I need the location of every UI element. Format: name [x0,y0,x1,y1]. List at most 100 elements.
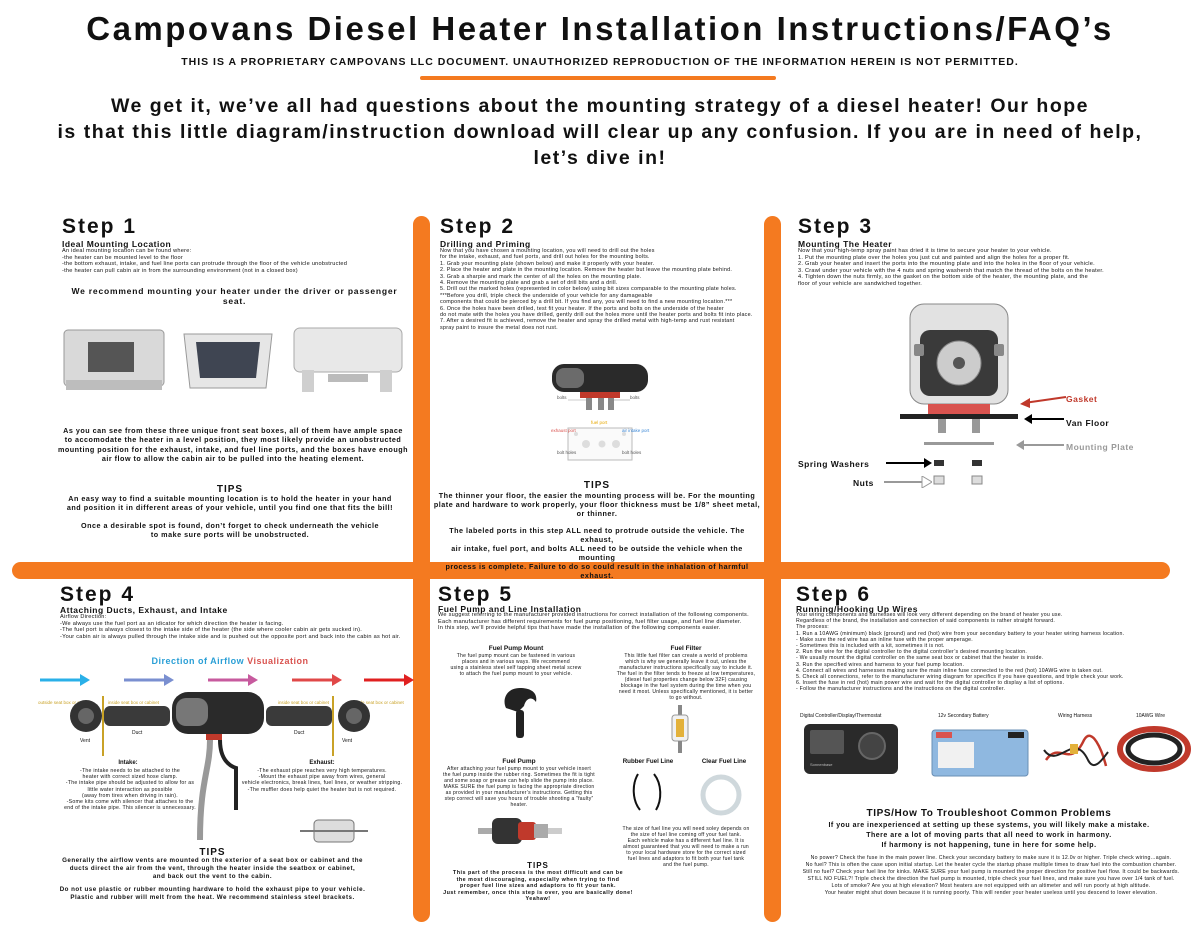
step1-body: An ideal mounting location can be found … [62,248,348,274]
arrow-spring-washers [886,458,932,468]
arrow-mounting-plate [1016,440,1064,450]
step3-body: Now that your high-temp spray paint has … [798,248,1104,287]
label-gasket: Gasket [1066,394,1098,404]
clear-fuel-line-image [700,774,742,816]
step2-heading: Drilling and Priming [440,239,531,249]
step4-body: Airflow Direction: -We always use the fu… [60,614,401,640]
fuel-pump-image [478,818,562,844]
intake-body: -The intake needs to be attached to the … [64,768,196,812]
step5-tips-1: This part of the process is the most dif… [443,870,633,903]
label-outside-left: outside seat box or cabinet [38,700,92,705]
fuel-filter-body: This little fuel filter can create a wor… [616,653,756,701]
label-vent-left: Vent [80,738,91,744]
divider-horizontal [12,562,1170,579]
label-inside-left: inside seat box or cabinet [108,700,160,705]
label-air-intake-port: air intake port [622,428,650,433]
troubleshoot-title: TIPS/How To Troubleshoot Common Problems [866,808,1112,819]
label-controller: Digital Controller/Display/Thermostat [800,713,882,719]
page-title: Campovans Diesel Heater Installation Ins… [86,10,1114,47]
battery-image [931,729,1029,777]
arrow-gasket [1020,396,1067,408]
10awg-wire-image [1117,726,1191,772]
step6-title: Step 6 [796,583,872,606]
copyright-notice: THIS IS A PROPRIETARY CAMPOVANS LLC DOCU… [181,56,1019,68]
step3-title: Step 3 [798,215,874,238]
step2-tips-1: The thinner your floor, the easier the m… [433,491,761,518]
fuel-pump-body: After attaching your fuel pump mount to … [443,766,595,808]
rubber-fuel-line-image [632,773,662,811]
label-bolts-right: bolts [630,395,640,400]
label-fuel-port: fuel port [591,420,608,425]
step2-title: Step 2 [440,215,516,238]
intake-title: Intake: [118,760,138,766]
fuel-filter-image [671,705,689,753]
label-duct-left: Duct [132,730,143,736]
step5-tips-title: TIPS [527,861,549,870]
clear-fuel-line-title: Clear Fuel Line [701,758,747,765]
fuel-pump-mount-title: Fuel Pump Mount [488,645,544,652]
label-inside-right: inside seat box or cabinet [278,700,330,705]
step1-heading: Ideal Mounting Location [62,239,172,249]
controller-brand: Sonnenbase [810,762,833,767]
label-bolt-holes-right: bolt holes [622,450,642,455]
step5-heading: Fuel Pump and Line Installation [438,604,582,614]
troubleshoot-line-3: If harmony is not happening, tune in her… [881,842,1097,849]
label-spring-washers: Spring Washers [798,459,870,469]
exhaust-title: Exhaust: [309,760,335,766]
step6-body: Your wiring components and harnesses wil… [796,612,1125,693]
step1-recommend: We recommend mounting your heater under … [71,286,398,306]
label-vent-right: Vent [342,738,353,744]
label-nuts: Nuts [853,478,874,488]
step1-tips-title: TIPS [216,484,244,495]
airflow-title: Direction of Airflow Visualization [151,656,309,666]
seat-box-photo-2 [183,333,273,389]
step2-tips-title: TIPS [583,480,611,491]
step6-heading: Running/Hooking Up Wires [796,604,918,614]
exhaust-body: -The exhaust pipe reaches very high temp… [241,768,403,793]
label-mounting-plate: Mounting Plate [1066,442,1134,452]
troubleshoot-line-1: If you are inexperienced at setting up t… [828,822,1150,829]
intro-text: We get it, we’ve all had questions about… [57,95,1143,169]
label-harness: Wiring Harness [1058,713,1093,719]
label-battery: 12v Secondary Battery [938,713,989,719]
troubleshoot-body: No power? Check the fuse in the main pow… [802,855,1180,896]
fuel-pump-title: Fuel Pump [502,758,536,765]
arrow-van-floor [1024,414,1064,424]
label-bolt-holes-left: bolt holes [557,450,577,455]
fuel-line-body: The size of fuel line you will need sole… [622,826,750,868]
label-van-floor: Van Floor [1066,418,1110,428]
header-divider [420,76,776,80]
fuel-pump-mount-image [504,688,537,738]
step2-body: Now that you have chosen a mounting loca… [440,248,753,331]
step5-body: We suggest referring to the manufacturer… [438,612,749,632]
step2-tips-2: The labeled ports in this step ALL need … [445,526,749,580]
label-10awg-wire: 10AWG Wire [1136,713,1165,719]
step1-paragraph: As you can see from these three unique f… [58,426,408,464]
seat-box-photo-3 [293,327,403,392]
digital-controller-image: Sonnenbase [804,724,898,774]
label-duct-right: Duct [294,730,305,736]
step4-title: Step 4 [60,583,136,606]
step1-title: Step 1 [62,215,138,238]
airflow-arrows [40,674,414,686]
step4-tips-1: Generally the airflow vents are mounted … [62,857,363,880]
step4-tips-title: TIPS [199,847,226,858]
fuel-filter-title: Fuel Filter [670,645,702,652]
step4-heading: Attaching Ducts, Exhaust, and Intake [60,605,228,615]
troubleshoot-line-2: There are a lot of moving parts that all… [866,832,1112,839]
label-exhaust-port: exhaust port [551,428,576,433]
rubber-fuel-line-title: Rubber Fuel Line [622,758,674,765]
wiring-harness-image [1043,734,1109,767]
heater-mounting-plate-diagram [552,364,648,461]
step1-tips-2: Once a desirable spot is found, don’t fo… [81,521,379,539]
step1-tips-1: An easy way to find a suitable mounting … [66,494,394,512]
ducts-heater-diagram [70,692,370,843]
seat-box-photo-1 [63,329,165,390]
step5-title: Step 5 [438,583,514,606]
heater-mounted-diagram [900,303,1018,485]
step4-tips-2: Do not use plastic or rubber mounting ha… [59,886,366,901]
fuel-pump-mount-body: The fuel pump mount can be fastened in v… [450,653,582,677]
label-outside-right: outside seat box or cabinet [350,700,404,705]
step3-heading: Mounting The Heater [798,239,893,249]
arrow-nuts [884,476,932,488]
